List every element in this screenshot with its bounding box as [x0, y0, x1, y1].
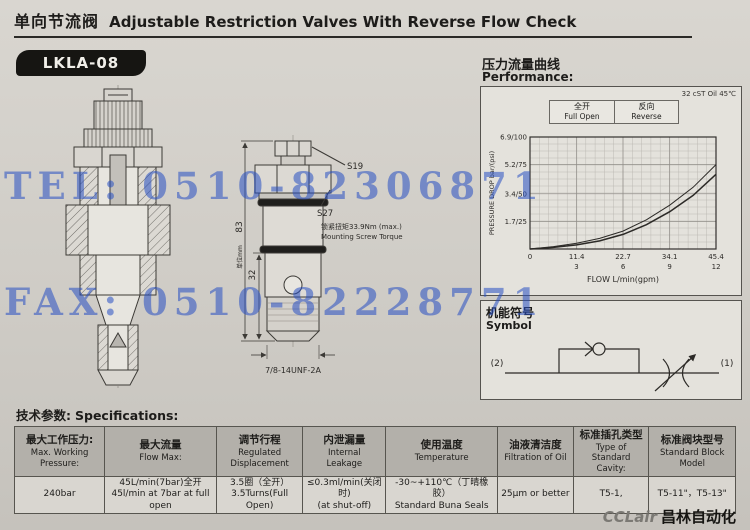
- svg-text:6.9/100: 6.9/100: [500, 134, 527, 142]
- model-badge: LKLA-08: [16, 50, 146, 76]
- hydraulic-symbol: (2) (1): [491, 341, 734, 392]
- dim-32-label: 32: [248, 270, 258, 281]
- svg-text:5.2/75: 5.2/75: [505, 161, 527, 169]
- performance-panel: 32 cST Oil 45℃ 全开 Full Open 反向 Reverse 1…: [480, 86, 742, 296]
- dim-83-label: 83: [235, 221, 245, 232]
- performance-chart: 1.7/25 3.4/50 5.2/75 6.9/100 0 11.4 22.7 34.1 45…: [488, 134, 724, 285]
- svg-text:3: 3: [574, 263, 578, 271]
- performance-title-en: Performance:: [482, 70, 574, 84]
- specs-section-title: 技术参数:Specifications:: [16, 408, 179, 423]
- svg-text:FLOW L/min(gpm): FLOW L/min(gpm): [587, 275, 659, 284]
- valve-external-drawing: S19 S27 锁紧扭矩33.9Nm (max.) Mounting Screw…: [235, 135, 403, 375]
- dim-unit-label: 单位mm: [236, 245, 244, 269]
- thread-spec-label: 7/8-14UNF-2A: [265, 366, 321, 375]
- brand-logo-cn: 昌林自动化: [660, 508, 736, 526]
- hex-s19-label: S19: [347, 162, 363, 172]
- svg-text:3.4/50: 3.4/50: [505, 190, 527, 198]
- torque-note-en: Mounting Screw Torque: [321, 233, 403, 241]
- value-flow-max: 45L/min(7bar)全开 45l/min at 7bar at full …: [104, 476, 217, 514]
- brand-logo-en: CCLair: [602, 508, 657, 526]
- value-regulated-displacement: 3.5圈（全开） 3.5Turns(Full Open): [215, 476, 304, 514]
- symbol-title-cn: 机能符号: [486, 306, 535, 320]
- svg-text:45.4: 45.4: [708, 253, 724, 261]
- page-title-cn: 单向节流阀: [14, 12, 100, 31]
- col-max-working-pressure: 最大工作压力:Max. Working Pressure:: [13, 426, 106, 477]
- performance-title-cn: 压力流量曲线: [482, 58, 561, 73]
- value-standard-cavity: T5-1,: [572, 476, 650, 514]
- svg-text:11.4: 11.4: [569, 253, 585, 261]
- svg-text:1.7/25: 1.7/25: [505, 218, 527, 226]
- symbol-panel: 机能符号 Symbol (2) (1): [480, 300, 742, 400]
- value-standard-block: T5-11"，T5-13": [648, 476, 736, 514]
- symbol-port-2-label: (2): [491, 359, 504, 369]
- value-filtration: 25μm or better: [497, 476, 574, 514]
- oil-condition-note: 32 cST Oil 45℃: [681, 90, 736, 98]
- svg-text:9: 9: [667, 263, 671, 271]
- page-header: 单向节流阀 Adjustable Restriction Valves With…: [14, 8, 692, 38]
- svg-text:0: 0: [528, 253, 532, 261]
- svg-text:34.1: 34.1: [662, 253, 678, 261]
- svg-text:12: 12: [712, 263, 721, 271]
- chart-legend: 全开 Full Open 反向 Reverse: [549, 100, 679, 124]
- hex-s27-label: S27: [317, 209, 333, 219]
- value-max-working-pressure: 240bar: [13, 476, 106, 514]
- value-internal-leakage: ≤0.3ml/min(关闭时) (at shut-off): [302, 476, 387, 514]
- symbol-title-en: Symbol: [486, 319, 532, 332]
- legend-full-open: 全开 Full Open: [564, 102, 600, 121]
- torque-note-cn: 锁紧扭矩33.9Nm (max.): [321, 222, 402, 231]
- valve-cross-section-drawing: [65, 85, 171, 391]
- specs-value-row: 240bar 45L/min(7bar)全开 45l/min at 7bar a…: [13, 476, 736, 514]
- svg-text:6: 6: [621, 263, 626, 271]
- symbol-port-1-label: (1): [721, 359, 734, 369]
- svg-text:22.7: 22.7: [615, 253, 631, 261]
- legend-reverse: 反向 Reverse: [614, 101, 678, 123]
- svg-text:PRESSURE DROP bar/(psi): PRESSURE DROP bar/(psi): [488, 151, 496, 235]
- value-temperature: -30~+110℃（丁晴橡胶） Standard Buna Seals: [385, 476, 499, 514]
- page-title-en: Adjustable Restriction Valves With Rever…: [109, 13, 577, 31]
